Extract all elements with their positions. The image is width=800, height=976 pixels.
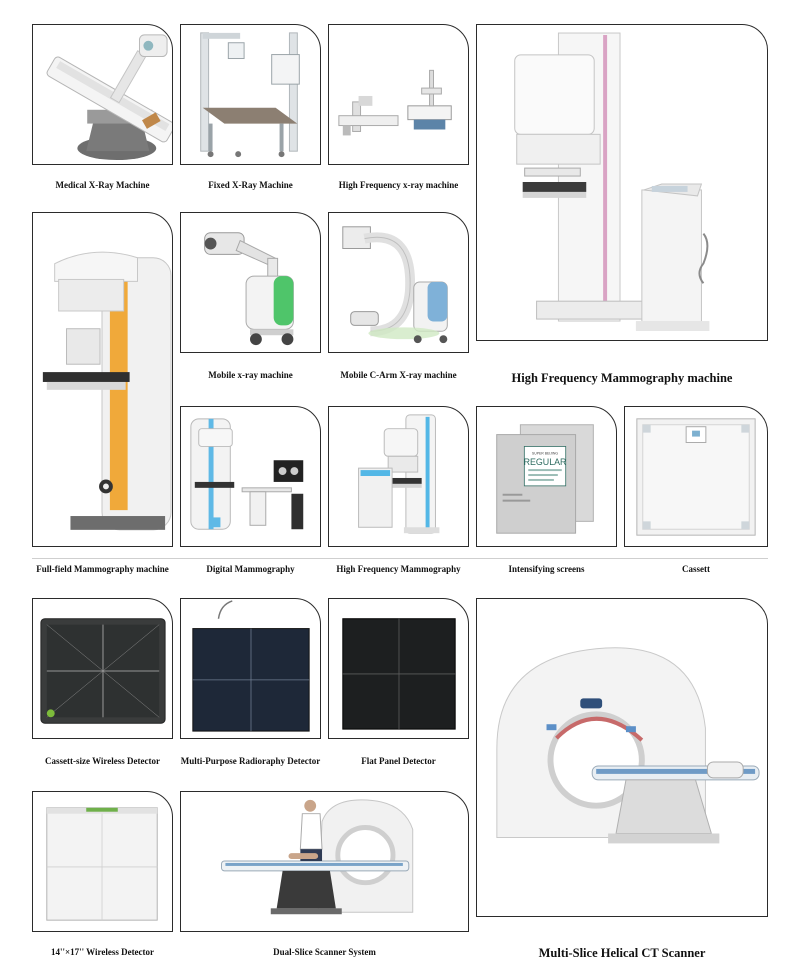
caption-mobile-xray: Mobile x-ray machine (208, 370, 293, 380)
caption-wireless-detector: Cassett-size Wireless Detector (45, 756, 160, 766)
caption-flat-panel-detector: Flat Panel Detector (361, 756, 436, 766)
caption-intensifying-screens: Intensifying screens (508, 564, 585, 574)
caption-medical-xray: Medical X-Ray Machine (55, 180, 150, 190)
cassett-image (636, 418, 756, 536)
product-card-cassett[interactable] (624, 406, 768, 547)
fixed-xray-machine-image (200, 32, 300, 158)
mammography-machine-image (514, 32, 710, 331)
radiography-detector-image (192, 600, 310, 732)
product-card-wireless-detector[interactable] (32, 598, 173, 739)
caption-high-frequency-xray: High Frequency x-ray machine (338, 180, 459, 190)
caption-hf-mammography: High Frequency Mammography (336, 564, 461, 574)
mobile-xray-image (204, 232, 294, 346)
caption-fixed-xray: Fixed X-Ray Machine (208, 180, 293, 190)
full-field-mammography-image (42, 251, 172, 531)
product-card-digital-mammography[interactable] (180, 406, 321, 547)
caption-radiography-detector: Multi-Purpose Radioraphy Detector (180, 756, 321, 766)
medical-xray-machine-image (46, 34, 172, 161)
caption-ct-scanner: Multi-Slice Helical CT Scanner (538, 946, 706, 960)
ct-scanner-image (496, 647, 760, 844)
screen-small-label: SUPER BEIJING (532, 451, 558, 455)
divider-line (32, 558, 768, 559)
product-card-ct-scanner[interactable] (476, 598, 768, 917)
product-card-hf-mammography-machine[interactable] (476, 24, 768, 341)
product-card-intensifying-screens[interactable]: SUPER BEIJING REGULAR (476, 406, 617, 547)
product-card-medical-xray[interactable] (32, 24, 173, 165)
wireless-detector-image (40, 618, 166, 724)
product-card-c-arm[interactable] (328, 212, 469, 353)
digital-mammography-image (190, 418, 304, 530)
intensifying-screens-image: SUPER BEIJING REGULAR (496, 424, 594, 534)
product-card-full-field-mammography[interactable] (32, 212, 173, 547)
product-card-radiography-detector[interactable] (180, 598, 321, 739)
caption-hf-mammography-machine: High Frequency Mammography machine (511, 371, 733, 385)
product-card-wireless-detector-14x17[interactable] (32, 791, 173, 932)
flat-panel-detector-image (342, 618, 456, 730)
caption-digital-mammography: Digital Mammography (206, 564, 295, 574)
caption-full-field-mammography: Full-field Mammography machine (36, 564, 169, 574)
hf-mammography-image (358, 414, 440, 534)
product-card-high-frequency-xray[interactable] (328, 24, 469, 165)
dual-slice-scanner-image (220, 799, 414, 915)
product-card-fixed-xray[interactable] (180, 24, 321, 165)
wireless-detector-14x17-image (46, 807, 158, 921)
product-card-flat-panel-detector[interactable] (328, 598, 469, 739)
product-card-dual-slice-scanner[interactable] (180, 791, 469, 932)
product-card-mobile-xray[interactable] (180, 212, 321, 353)
caption-dual-slice-scanner: Dual-Slice Scanner System (273, 947, 376, 957)
caption-wireless-detector-14x17: 14''×17'' Wireless Detector (50, 947, 155, 957)
screen-brand-label: REGULAR (524, 457, 567, 467)
caption-c-arm: Mobile C-Arm X-ray machine (340, 370, 457, 380)
caption-cassett: Cassett (682, 564, 710, 574)
product-card-hf-mammography[interactable] (328, 406, 469, 547)
high-frequency-xray-image (338, 69, 452, 136)
c-arm-image (342, 226, 448, 344)
